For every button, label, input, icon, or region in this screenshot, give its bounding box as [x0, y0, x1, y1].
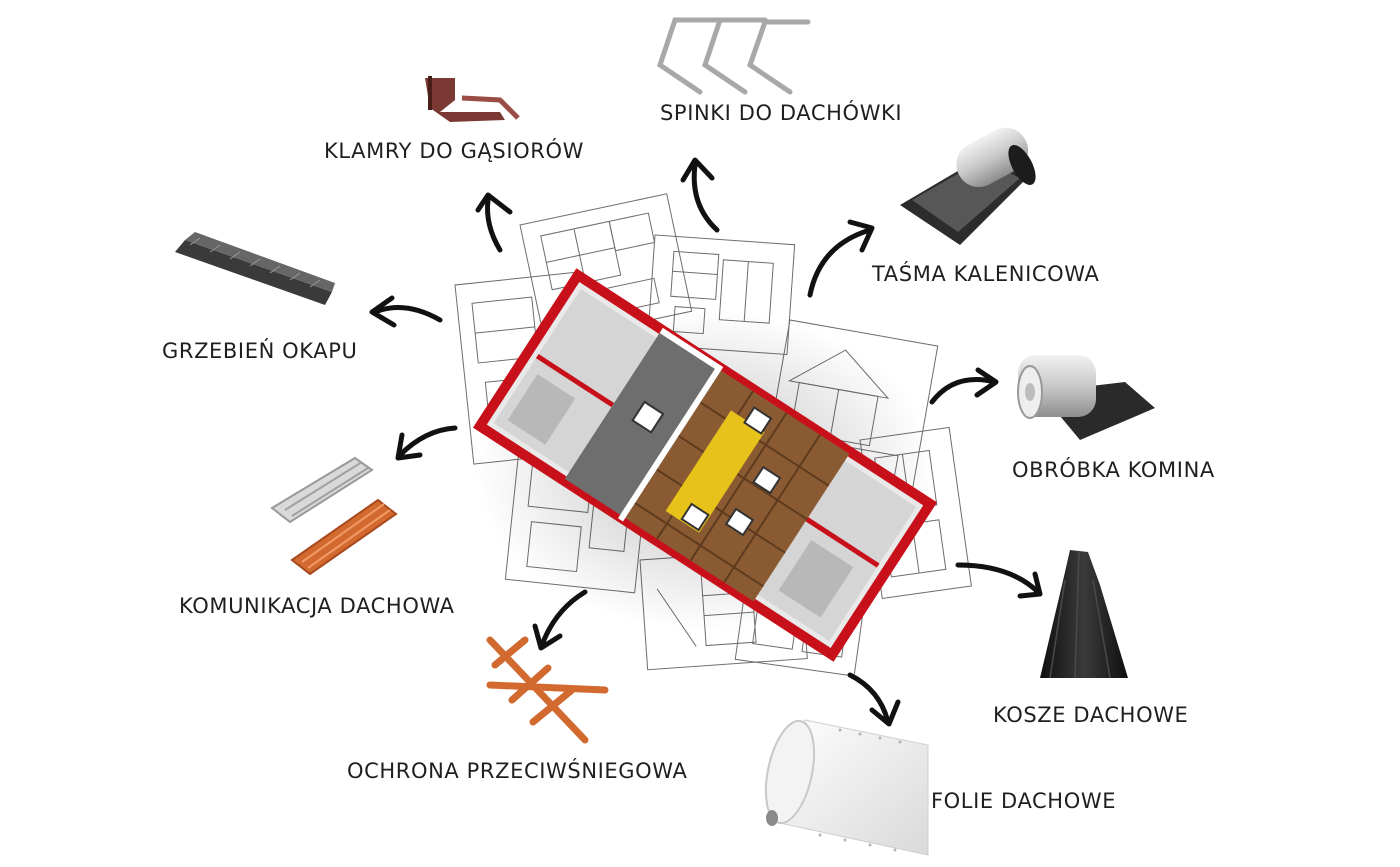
roof-valley-icon	[1040, 550, 1128, 679]
label-kosze-dachowe: KOSZE DACHOWE	[993, 703, 1189, 727]
label-spinki-do-dachowki: SPINKI DO DACHÓWKI	[660, 101, 903, 125]
label-ochrona-przeciwsniegowa: OCHRONA PRZECIWŚNIEGOWA	[347, 759, 688, 783]
chimney-flashing-roll-icon	[1017, 355, 1155, 440]
arrow-icon	[369, 157, 1043, 727]
tile-clip-icon	[657, 17, 811, 95]
label-folie-dachowe: FOLIE DACHOWE	[931, 789, 1117, 813]
label-grzebien-okapu: GRZEBIEŃ OKAPU	[162, 339, 358, 363]
label-komunikacja-dachowa: KOMUNIKACJA DACHOWA	[179, 594, 455, 618]
roof-walkway-icon	[270, 456, 398, 576]
eaves-comb-icon	[175, 232, 335, 305]
roof-membrane-roll-icon	[764, 719, 929, 856]
label-klamry-do-gasiorow: KLAMRY DO GĄSIORÓW	[324, 139, 584, 163]
ridge-tape-roll-icon	[900, 127, 1036, 245]
ridge-clamp-icon	[425, 76, 520, 122]
label-tasma-kalenicowa: TAŚMA KALENICOWA	[872, 262, 1100, 286]
label-obrobka-komina: OBRÓBKA KOMINA	[1012, 458, 1215, 482]
house-model-illustration	[472, 268, 938, 662]
snow-guard-ladder-icon	[486, 636, 609, 744]
